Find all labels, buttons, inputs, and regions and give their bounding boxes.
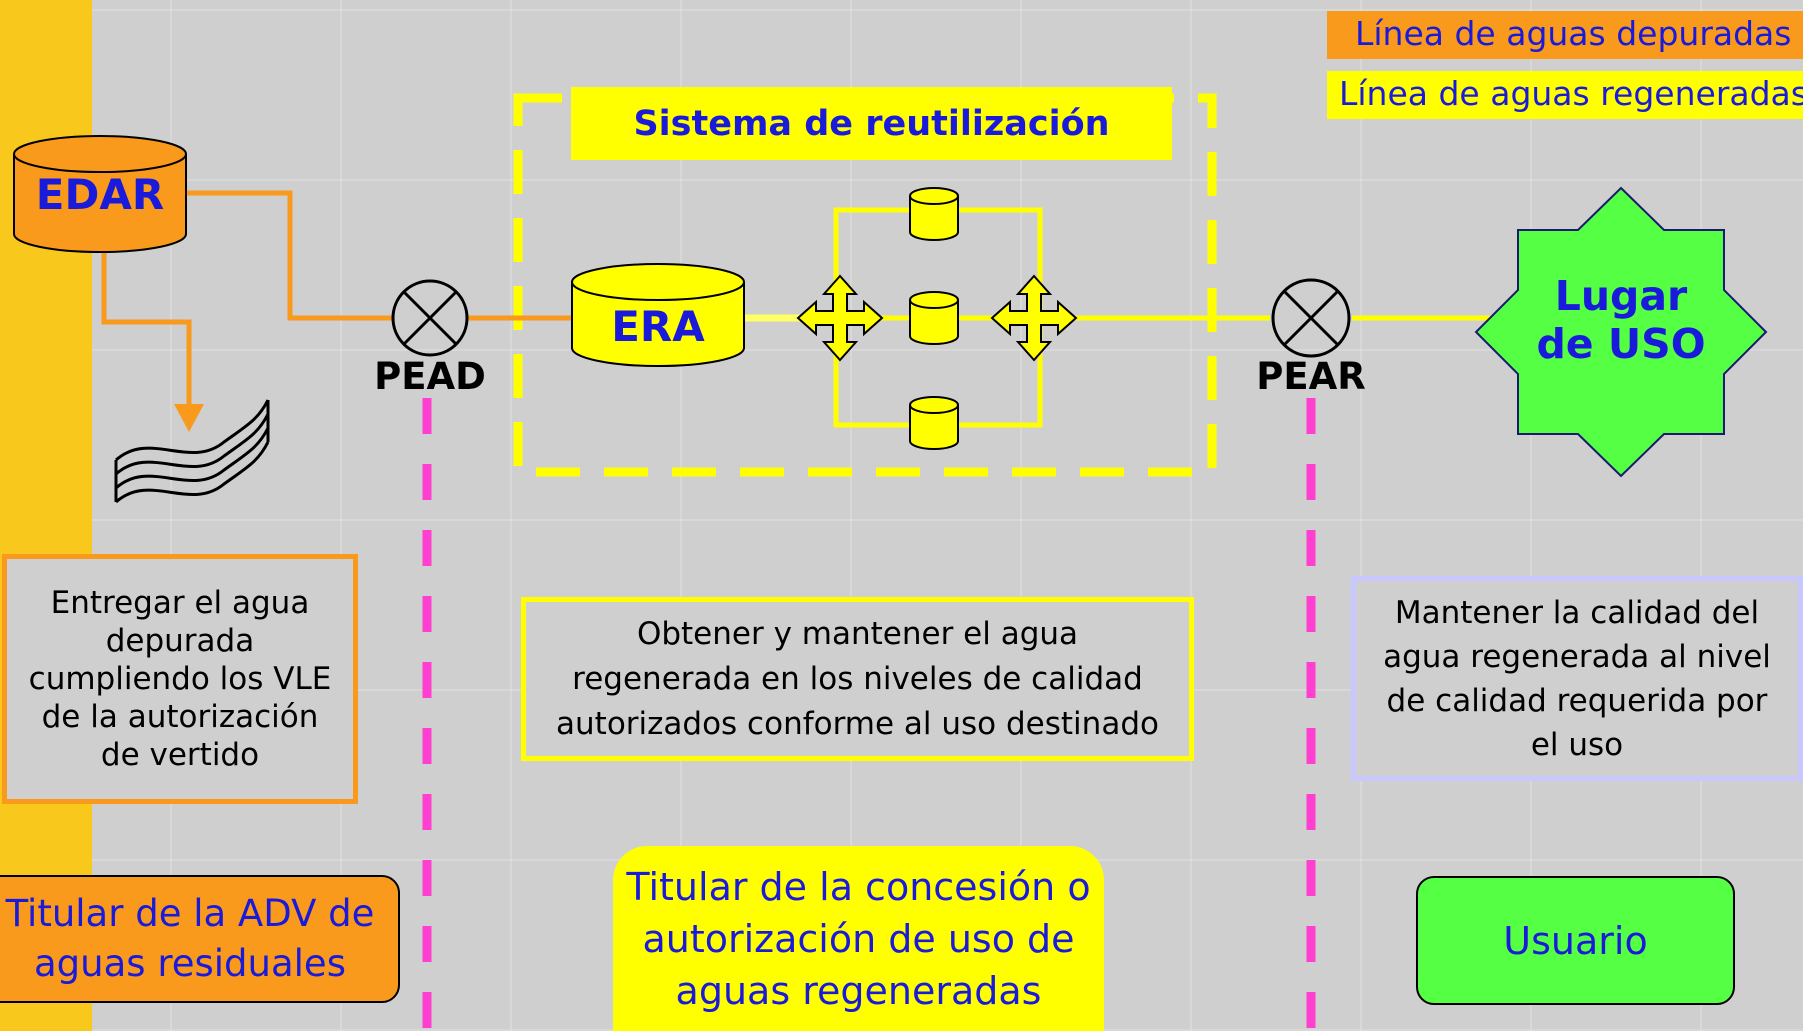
holder-box-usuario: Usuario (1416, 876, 1735, 1005)
resp-right-line-1: Mantener la calidad del (1394, 594, 1760, 631)
resp-center-line-1: Obtener y mantener el agua (636, 615, 1079, 652)
edar-label: EDAR (35, 170, 165, 219)
resp-center-line-3: autorizados conforme al uso destinado (556, 705, 1159, 742)
holder-center-line-2: autorización de uso de (642, 916, 1075, 961)
edar-tank-icon (13, 135, 187, 253)
pear-valve-icon (1271, 278, 1351, 358)
resp-left-line-2: depurada (105, 623, 255, 659)
pear-label: PEAR (1256, 355, 1366, 398)
river-discharge-icon (114, 399, 270, 504)
tank-icon-middle (909, 291, 959, 345)
responsibility-box-reutilizacion: Obtener y mantener el agua regenerada en… (521, 597, 1194, 761)
distribution-arrows-icon-left (796, 274, 884, 362)
holder-box-adv: Titular de la ADV de aguas residuales (0, 875, 400, 1003)
resp-right-line-4: el uso (1530, 726, 1624, 763)
holder-center-line-1: Titular de la concesión o (626, 864, 1091, 909)
discharge-arrow-icon (174, 404, 204, 432)
tank-icon-bottom (909, 396, 959, 450)
pead-valve-icon (391, 279, 469, 357)
era-label: ERA (611, 302, 705, 351)
resp-left-line-5: de vertido (100, 737, 260, 773)
responsibility-box-depuradas: Entregar el agua depurada cumpliendo los… (2, 554, 358, 804)
distribution-arrows-icon-right (990, 274, 1078, 362)
resp-left-line-4: de la autorización (41, 699, 319, 735)
holder-left-line-1: Titular de la ADV de (5, 892, 375, 935)
holder-center-line-3: aguas regeneradas (675, 968, 1042, 1013)
holder-left-line-2: aguas residuales (34, 942, 346, 985)
era-tank-icon (571, 263, 745, 367)
legend-regeneradas: Línea de aguas regeneradas (1327, 71, 1803, 119)
resp-left-line-3: cumpliendo los VLE (28, 661, 332, 697)
resp-left-line-1: Entregar el agua (50, 585, 310, 621)
lugar-uso-line-1: Lugar (1554, 272, 1688, 320)
holder-right-label: Usuario (1503, 918, 1648, 963)
legend-depuradas: Línea de aguas depuradas (1327, 11, 1803, 59)
resp-center-line-2: regenerada en los niveles de calidad (572, 660, 1143, 697)
lugar-uso-star-shape (1474, 186, 1768, 478)
system-title-text: Sistema de reutilización (633, 103, 1110, 144)
resp-right-line-2: agua regenerada al nivel (1383, 638, 1771, 675)
pead-label: PEAD (374, 355, 486, 398)
holder-box-concesion: Titular de la concesión o autorización d… (613, 846, 1104, 1031)
resp-right-line-3: de calidad requerida por (1386, 682, 1768, 719)
lugar-uso-label: Lugar de USO (1518, 272, 1724, 368)
lugar-uso-line-2: de USO (1536, 320, 1706, 368)
edar-discharge-line (101, 237, 192, 408)
tank-icon-top (909, 187, 959, 241)
responsibility-box-uso: Mantener la calidad del agua regenerada … (1351, 576, 1803, 781)
system-title: Sistema de reutilización (571, 87, 1172, 160)
edar-to-pead-line (186, 190, 394, 321)
